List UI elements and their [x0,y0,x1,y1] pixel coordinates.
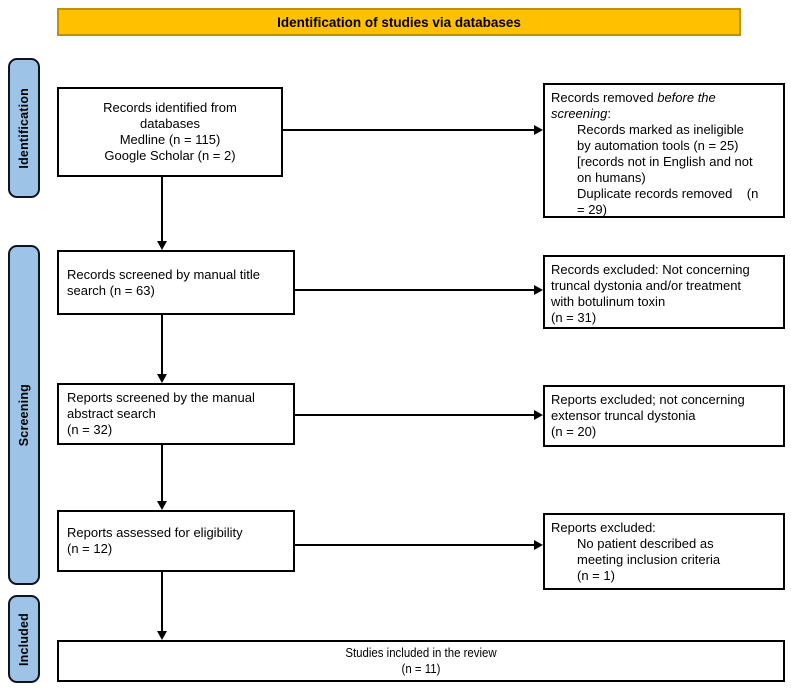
stage-label-identification: Identification [8,58,40,198]
title-banner: Identification of studies via databases [57,8,741,36]
reports-excluded-details: No patient described as meeting inclusio… [577,536,721,583]
reports-excluded-abstract-text: Reports excluded; not concerning extenso… [551,392,745,439]
stage-label-included-text: Included [17,612,31,666]
arrow-identified-to-screened [157,177,167,250]
stage-label-screening: Screening [8,245,40,585]
box-reports-assessed: Reports assessed for eligibility (n = 12… [57,510,295,572]
records-removed-heading: Records removed before the screening: [551,90,778,122]
stage-label-screening-text: Screening [17,383,31,447]
box-reports-excluded-abstract: Reports excluded; not concerning extenso… [543,385,785,447]
arrow-identified-to-removed [283,125,543,135]
reports-assessed-text: Reports assessed for eligibility (n = 12… [67,525,243,556]
records-excluded-text: Records excluded: Not concerning truncal… [551,262,750,325]
box-reports-excluded-eligibility: Reports excluded: No patient described a… [543,513,785,590]
arrow-screened-to-excluded-title [295,285,543,295]
box-studies-included: Studies included in the review (n = 11) [57,640,785,682]
stage-label-identification-text: Identification [17,87,31,169]
arrow-screened-to-abstract [157,315,167,383]
arrow-assessed-to-included [157,572,167,640]
records-identified-text: Records identified from databases Medlin… [103,100,237,163]
arrow-abstract-to-excluded-abstract [295,410,543,420]
box-reports-screened: Reports screened by the manual abstract … [57,383,295,445]
studies-included-text: Studies included in the review (n = 11) [345,645,497,676]
stage-label-included: Included [8,595,40,683]
records-removed-details: Records marked as ineligible by automati… [577,122,759,217]
page-title: Identification of studies via databases [277,14,521,30]
arrow-abstract-to-assessed [157,445,167,510]
box-records-removed: Records removed before the screening: Re… [543,83,785,218]
box-records-screened: Records screened by manual title search … [57,250,295,315]
records-removed-italic: before the screening [551,90,716,121]
arrow-assessed-to-excluded-eligibility [295,540,543,550]
reports-screened-text: Reports screened by the manual abstract … [67,390,255,437]
records-removed-colon: : [607,106,611,121]
records-removed-prefix: Records removed [551,90,658,105]
records-screened-text: Records screened by manual title search … [67,266,260,298]
box-records-excluded-title: Records excluded: Not concerning truncal… [543,255,785,329]
box-records-identified: Records identified from databases Medlin… [57,87,283,177]
reports-excluded-head: Reports excluded: [551,520,656,535]
